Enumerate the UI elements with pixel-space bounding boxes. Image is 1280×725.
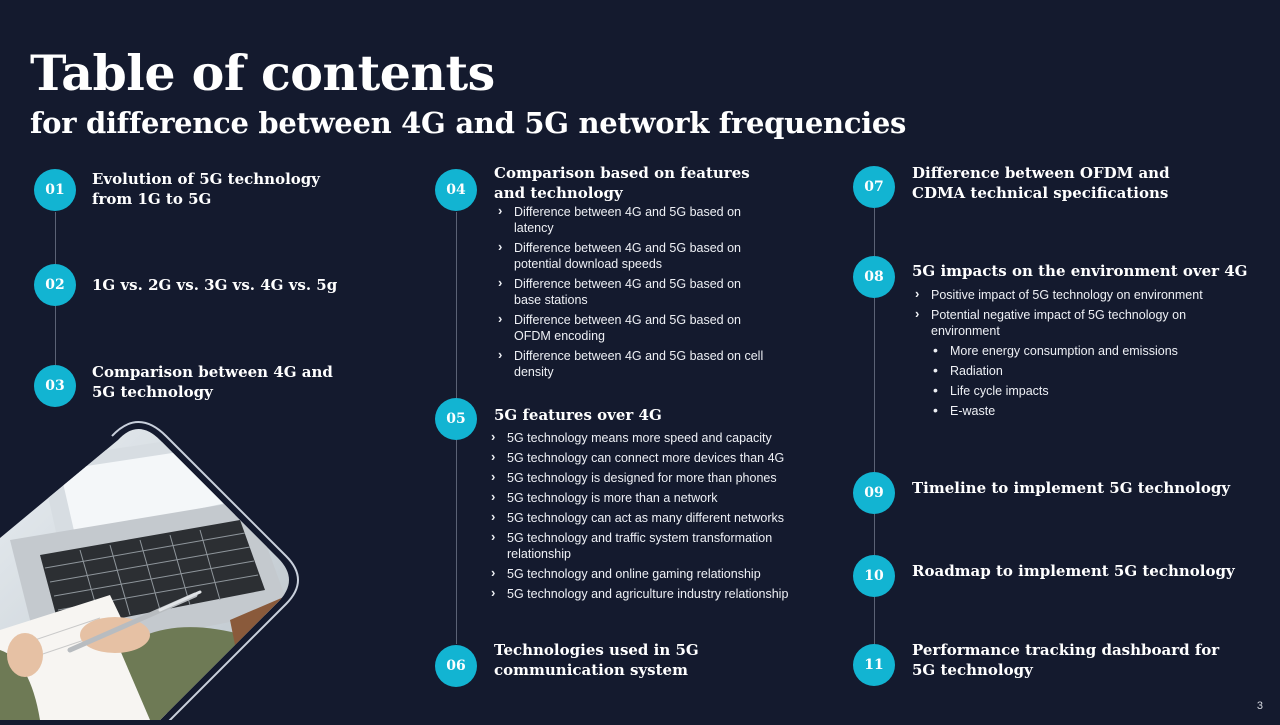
toc-subitem-08-1[interactable]: Positive impact of 5G technology on envi…: [915, 286, 1203, 303]
toc-subitem-05-5[interactable]: 5G technology can act as many different …: [491, 509, 784, 526]
toc-item-05[interactable]: 5G features over 4G: [494, 405, 662, 425]
toc-item-02-line1: 1G vs. 2G vs. 3G vs. 4G vs. 5g: [92, 276, 338, 294]
toc-subitem-04-3[interactable]: Difference between 4G and 5G based onbas…: [498, 275, 741, 308]
toc-bullet-08-4[interactable]: E-waste: [933, 402, 995, 419]
item-number-08: 08: [853, 256, 895, 298]
toc-item-10[interactable]: Roadmap to implement 5G technology: [912, 561, 1235, 581]
toc-item-11-line2: 5G technology: [912, 661, 1033, 679]
toc-subitem-04-5[interactable]: Difference between 4G and 5G based on ce…: [498, 347, 763, 380]
toc-item-07[interactable]: Difference between OFDM and CDMA technic…: [912, 163, 1170, 203]
toc-item-04-line1: Comparison based on features: [494, 164, 750, 182]
toc-item-07-line2: CDMA technical specifications: [912, 184, 1169, 202]
toc-bullet-08-3[interactable]: Life cycle impacts: [933, 382, 1049, 399]
timeline-connector-col3: [874, 208, 875, 651]
item-number-06: 06: [435, 645, 477, 687]
laptop-writing-photo: [0, 420, 300, 723]
item-number-04: 04: [435, 169, 477, 211]
toc-item-08-line1: 5G impacts on the environment over 4G: [912, 262, 1248, 280]
page-subtitle: for difference between 4G and 5G network…: [30, 106, 907, 140]
item-number-10: 10: [853, 555, 895, 597]
toc-subitem-05-2[interactable]: 5G technology can connect more devices t…: [491, 449, 784, 466]
toc-subitem-05-4[interactable]: 5G technology is more than a network: [491, 489, 717, 506]
item-number-03: 03: [34, 365, 76, 407]
toc-subitem-04-1[interactable]: Difference between 4G and 5G based onlat…: [498, 203, 741, 236]
toc-item-04-line2: and technology: [494, 184, 623, 202]
toc-item-09-line1: Timeline to implement 5G technology: [912, 479, 1231, 497]
toc-subitem-08-2[interactable]: Potential negative impact of 5G technolo…: [915, 306, 1186, 339]
toc-item-02[interactable]: 1G vs. 2G vs. 3G vs. 4G vs. 5g: [92, 275, 337, 295]
toc-item-01-line1: Evolution of 5G technology: [92, 170, 320, 188]
toc-item-08[interactable]: 5G impacts on the environment over 4G: [912, 261, 1248, 281]
toc-subitem-05-7[interactable]: 5G technology and online gaming relation…: [491, 565, 761, 582]
toc-subitem-05-1[interactable]: 5G technology means more speed and capac…: [491, 429, 772, 446]
toc-subitem-05-8[interactable]: 5G technology and agriculture industry r…: [491, 585, 788, 602]
toc-item-03-line2: 5G technology: [92, 383, 213, 401]
toc-item-10-line1: Roadmap to implement 5G technology: [912, 562, 1235, 580]
toc-item-01[interactable]: Evolution of 5G technology from 1G to 5G: [92, 169, 320, 209]
toc-item-04[interactable]: Comparison based on features and technol…: [494, 163, 750, 203]
toc-item-03-line1: Comparison between 4G and: [92, 363, 333, 381]
toc-item-07-line1: Difference between OFDM and: [912, 164, 1170, 182]
toc-item-03[interactable]: Comparison between 4G and 5G technology: [92, 362, 333, 402]
toc-subitem-05-6[interactable]: 5G technology and traffic system transfo…: [491, 529, 772, 562]
item-number-09: 09: [853, 472, 895, 514]
item-number-02: 02: [34, 264, 76, 306]
toc-item-05-line1: 5G features over 4G: [494, 406, 662, 424]
item-number-01: 01: [34, 169, 76, 211]
toc-subitem-04-4[interactable]: Difference between 4G and 5G based onOFD…: [498, 311, 741, 344]
toc-item-06-line1: Technologies used in 5G: [494, 641, 699, 659]
toc-bullet-08-1[interactable]: More energy consumption and emissions: [933, 342, 1178, 359]
toc-item-11[interactable]: Performance tracking dashboard for 5G te…: [912, 640, 1219, 680]
toc-item-01-line2: from 1G to 5G: [92, 190, 212, 208]
toc-item-09[interactable]: Timeline to implement 5G technology: [912, 478, 1230, 498]
toc-item-06-line2: communication system: [494, 661, 688, 679]
toc-item-06[interactable]: Technologies used in 5G communication sy…: [494, 640, 699, 680]
page-number: 3: [1256, 700, 1263, 712]
toc-item-11-line1: Performance tracking dashboard for: [912, 641, 1220, 659]
item-number-11: 11: [853, 644, 895, 686]
toc-bullet-08-2[interactable]: Radiation: [933, 362, 1003, 379]
item-number-05: 05: [435, 398, 477, 440]
toc-subitem-05-3[interactable]: 5G technology is designed for more than …: [491, 469, 777, 486]
toc-subitem-04-2[interactable]: Difference between 4G and 5G based onpot…: [498, 239, 741, 272]
item-number-07: 07: [853, 166, 895, 208]
page-title: Table of contents: [30, 44, 495, 102]
